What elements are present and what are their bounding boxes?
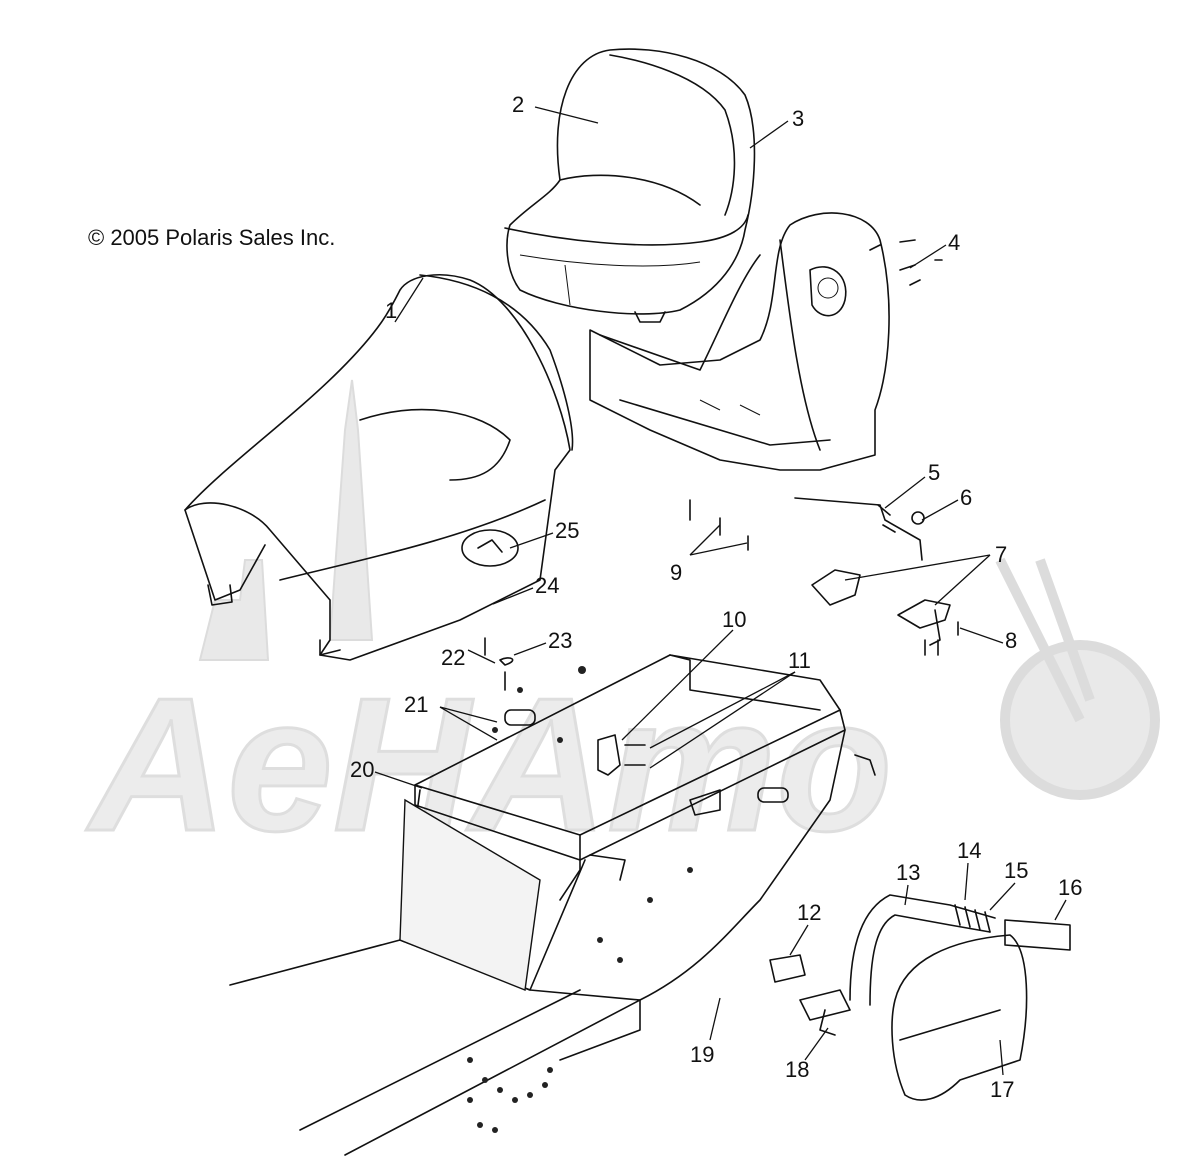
callout-13: 13 — [896, 860, 920, 885]
watermark-tower — [198, 559, 270, 661]
callout-10: 10 — [722, 607, 746, 632]
callout-16: 16 — [1058, 875, 1082, 900]
callout-6: 6 — [960, 485, 972, 510]
grab-handle-assembly — [769, 894, 1071, 1101]
watermark-spire — [328, 379, 374, 641]
callout-7: 7 — [995, 542, 1007, 567]
chassis-frame — [229, 654, 876, 1156]
callout-5: 5 — [928, 460, 940, 485]
latch-hardware — [484, 239, 959, 691]
callout-2: 2 — [512, 92, 524, 117]
watermark-logo: AeHAmo — [85, 379, 1160, 873]
frame-holes — [467, 666, 693, 1133]
watermark-text: AeHAmo — [86, 659, 892, 871]
seat-base — [589, 212, 921, 471]
callout-18: 18 — [785, 1057, 809, 1082]
callout-9: 9 — [670, 560, 682, 585]
callout-1: 1 — [385, 298, 397, 323]
callout-23: 23 — [548, 628, 572, 653]
callout-19: 19 — [690, 1042, 714, 1067]
callout-21: 21 — [404, 692, 428, 717]
callout-15: 15 — [1004, 858, 1028, 883]
seat-cushion — [504, 48, 756, 323]
callout-14: 14 — [957, 838, 981, 863]
callout-11: 11 — [788, 648, 811, 673]
callout-25: 25 — [555, 518, 579, 543]
callout-22: 22 — [441, 645, 465, 670]
callout-17: 17 — [990, 1077, 1014, 1102]
callouts: 1 2 3 4 5 6 7 8 9 10 11 1 — [350, 92, 1082, 1102]
callout-24: 24 — [535, 573, 559, 598]
callout-8: 8 — [1005, 628, 1017, 653]
callout-20: 20 — [350, 757, 374, 782]
callout-12: 12 — [797, 900, 821, 925]
callout-4: 4 — [948, 230, 960, 255]
callout-3: 3 — [792, 106, 804, 131]
main-seat — [184, 274, 574, 661]
copyright-notice: © 2005 Polaris Sales Inc. — [88, 225, 336, 250]
